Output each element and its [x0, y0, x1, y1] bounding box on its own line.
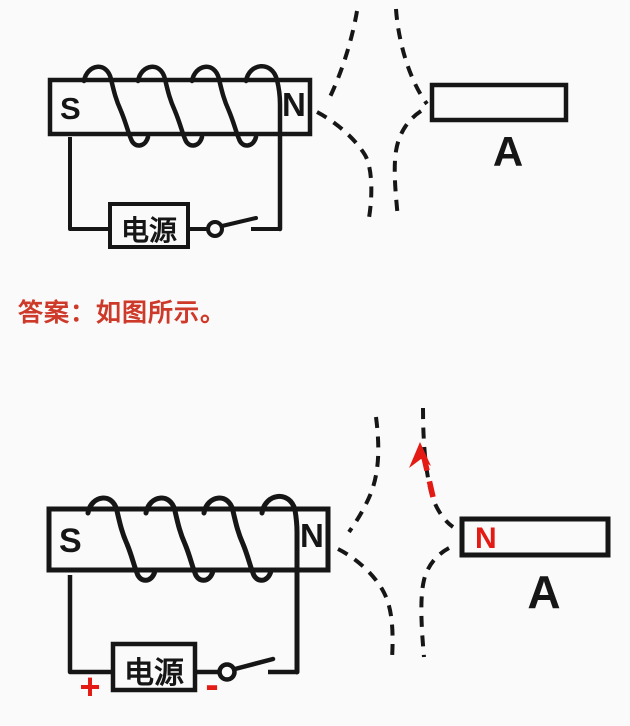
field-line-upper-right [421, 407, 455, 529]
bar-magnet-n-pole-label: N [475, 522, 497, 555]
field-direction-arrow [409, 442, 436, 498]
positive-terminal-label: + [79, 666, 100, 707]
field-line-lower-left [337, 547, 395, 660]
switch-lever [220, 216, 258, 228]
switch-contact [217, 662, 237, 682]
answer-figure: S N 电源 + - N A [46, 407, 611, 707]
field-line-upper-left [347, 416, 381, 534]
solenoid-s-pole-label: S [60, 91, 81, 126]
power-supply-label: 电源 [121, 215, 177, 246]
coil-winding [81, 64, 283, 232]
power-supply-box [108, 202, 190, 249]
negative-terminal-label: - [205, 663, 218, 707]
power-supply-box [110, 641, 198, 693]
switch-lever [232, 656, 276, 672]
field-line-lower-right [392, 109, 423, 220]
bar-magnet-a-label: A [493, 128, 523, 175]
circuit-wire-left [67, 575, 114, 675]
field-line-lower-left [316, 110, 374, 219]
coil-winding [85, 493, 300, 675]
bar-magnet-a [459, 516, 611, 558]
answer-text: 答案：如图所示。 [18, 299, 227, 327]
question-figure: S N 电源 A [47, 8, 569, 249]
bar-magnet-a [429, 82, 569, 123]
circuit-wire-left [68, 137, 110, 231]
field-line-lower-right [419, 546, 450, 658]
switch-contact [206, 220, 224, 238]
bar-magnet-a-label: A [527, 566, 560, 618]
field-line-upper-right [394, 8, 429, 106]
solenoid-n-pole-label: N [282, 86, 306, 123]
solenoid-s-pole-label: S [59, 522, 82, 560]
field-line-upper-left [327, 10, 359, 100]
power-supply-label: 电源 [124, 657, 184, 690]
solenoid-n-pole-label: N [300, 517, 324, 554]
